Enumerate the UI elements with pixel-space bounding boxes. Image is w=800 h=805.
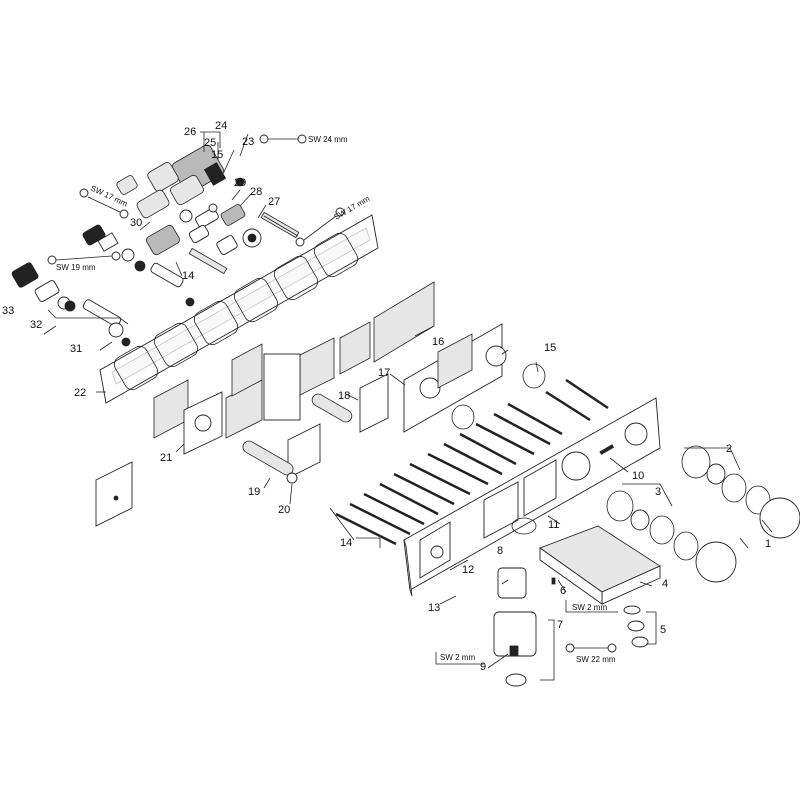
label-part-27: 27 bbox=[268, 196, 280, 208]
wrench-icon bbox=[47, 251, 121, 265]
wrench-label-sw19: SW 19 mm bbox=[56, 263, 96, 272]
handles bbox=[606, 445, 800, 583]
panel-group-middle bbox=[95, 281, 507, 527]
wrench-icon bbox=[565, 600, 618, 613]
label-part-1: 1 bbox=[765, 538, 771, 550]
cartridge-group-top bbox=[116, 144, 300, 275]
wrench-label-sw22: SW 22 mm bbox=[576, 655, 616, 664]
wrench-icon bbox=[435, 652, 484, 665]
label-part-30: 30 bbox=[130, 217, 142, 229]
wrench-icons bbox=[47, 134, 618, 665]
label-part-31: 31 bbox=[70, 343, 82, 355]
label-part-7: 7 bbox=[557, 619, 563, 631]
label-part-6: 6 bbox=[560, 585, 566, 597]
label-part-24: 24 bbox=[215, 120, 227, 132]
label-part-5: 5 bbox=[660, 624, 666, 636]
cartridge-group-left bbox=[11, 224, 195, 347]
label-part-28: 28 bbox=[250, 186, 262, 198]
label-part-4: 4 bbox=[662, 578, 668, 590]
wrench-label-sw24: SW 24 mm bbox=[308, 135, 348, 144]
label-part-9: 9 bbox=[480, 661, 486, 673]
label-part-2: 2 bbox=[726, 443, 732, 455]
label-part-8: 8 bbox=[497, 545, 503, 557]
wrench-size-labels: SW 24 mm SW 17 mm SW 17 mm SW 19 mm SW 2… bbox=[56, 135, 616, 664]
part-number-labels: 1 2 3 4 5 6 7 8 9 10 11 12 13 14 14 15 1… bbox=[2, 120, 771, 673]
label-part-14b: 14 bbox=[182, 270, 194, 282]
label-part-25: 25 bbox=[204, 137, 216, 149]
label-part-15: 15 bbox=[211, 149, 223, 161]
label-part-10: 10 bbox=[632, 470, 644, 482]
wrench-icon bbox=[259, 134, 307, 144]
shelf-and-holder bbox=[493, 525, 661, 687]
front-panel bbox=[403, 397, 661, 597]
label-part-11: 11 bbox=[548, 519, 559, 531]
label-part-29: 29 bbox=[234, 177, 246, 189]
label-part-19: 19 bbox=[248, 486, 260, 498]
wrench-label-sw2-left: SW 2 mm bbox=[440, 653, 475, 662]
label-part-18: 18 bbox=[338, 390, 350, 402]
wrench-label-sw17-right: SW 17 mm bbox=[333, 194, 372, 222]
label-part-23: 23 bbox=[242, 136, 254, 148]
wrench-icon bbox=[565, 643, 617, 653]
label-part-12: 12 bbox=[462, 564, 474, 576]
wrench-label-sw2-right: SW 2 mm bbox=[572, 603, 607, 612]
leader-lines bbox=[43, 131, 773, 681]
label-part-17: 17 bbox=[378, 367, 390, 379]
label-part-14: 14 bbox=[340, 537, 352, 549]
label-part-21: 21 bbox=[160, 452, 172, 464]
label-part-32: 32 bbox=[30, 319, 42, 331]
o-rings bbox=[451, 363, 546, 430]
label-part-16: 16 bbox=[432, 336, 444, 348]
label-part-26: 26 bbox=[184, 126, 196, 138]
label-part-33: 33 bbox=[2, 305, 14, 317]
label-part-15b: 15 bbox=[544, 342, 556, 354]
wrench-icon bbox=[295, 207, 345, 247]
wrench-icon bbox=[79, 188, 129, 219]
bolt-set bbox=[335, 378, 609, 546]
label-part-20: 20 bbox=[278, 504, 290, 516]
label-part-13: 13 bbox=[428, 602, 440, 614]
frame-part-22 bbox=[99, 214, 379, 404]
label-part-3: 3 bbox=[655, 486, 661, 498]
label-part-22: 22 bbox=[74, 387, 86, 399]
